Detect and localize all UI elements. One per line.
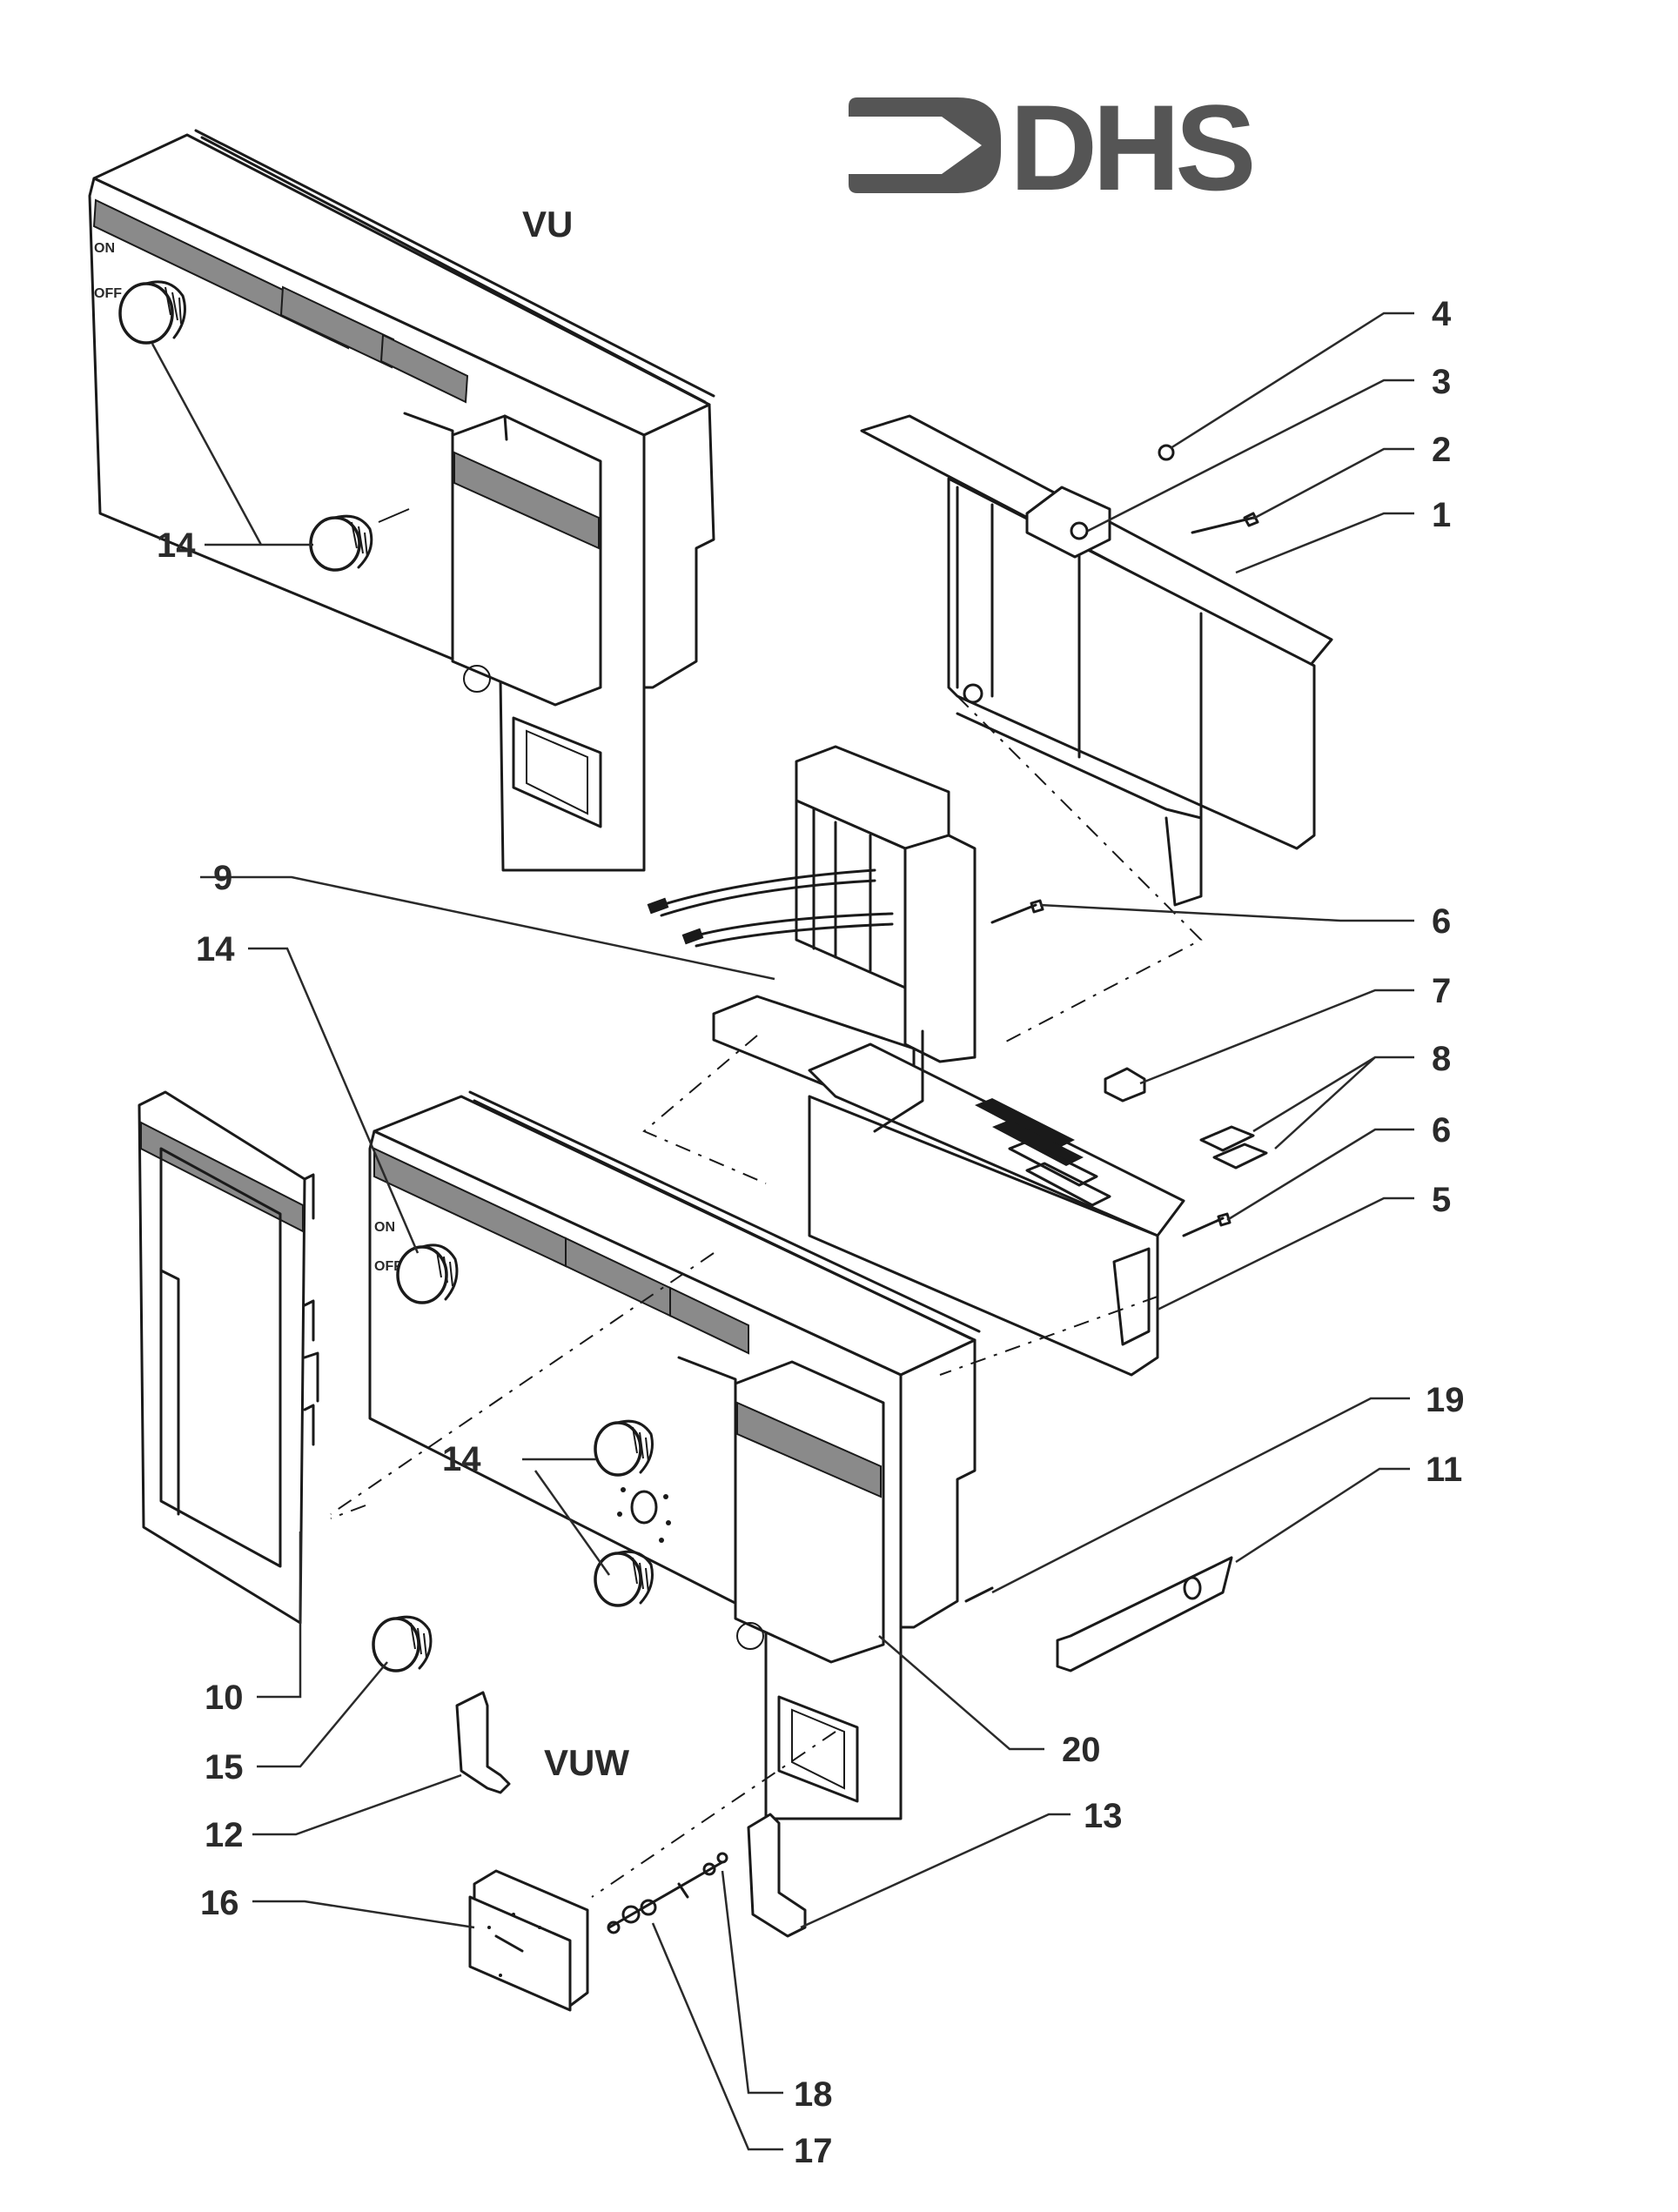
vu-unit: ON OFF xyxy=(88,129,715,872)
callout-1: 1 xyxy=(1432,496,1451,534)
vuw-loose-knob xyxy=(372,1615,433,1672)
vuw-dial-ring xyxy=(617,1487,671,1543)
vuw-onoff-knob xyxy=(396,1243,459,1304)
vu-onoff-knob xyxy=(118,280,186,345)
rear-cover-part xyxy=(860,414,1333,907)
mounting-rail-part xyxy=(1056,1556,1233,1672)
callout-13: 13 xyxy=(1084,1797,1123,1835)
side-cover-panel-part xyxy=(138,1090,319,1625)
callout-9: 9 xyxy=(213,859,232,897)
callout-6-upper: 6 xyxy=(1432,902,1451,941)
vuw-upper-knob xyxy=(594,1419,654,1477)
pcb-tray-part xyxy=(712,995,1268,1377)
dhs-logo: DHS xyxy=(849,79,1257,216)
vuw-unit: ON OFF xyxy=(368,1090,981,1820)
callout-11: 11 xyxy=(1426,1451,1462,1489)
vuw-lower-knob xyxy=(594,1550,654,1607)
callout-14-vu: 14 xyxy=(157,526,196,565)
callout-labels: 1 2 3 4 6 7 8 6 5 9 14 14 19 11 14 10 15… xyxy=(157,295,1465,2170)
callout-17: 17 xyxy=(794,2132,833,2170)
callout-18: 18 xyxy=(794,2075,833,2114)
gauge-spindle-part xyxy=(607,1852,728,1934)
callout-19: 19 xyxy=(1426,1381,1465,1419)
model-label-vuw: VUW xyxy=(544,1742,629,1783)
bracket-right-part xyxy=(747,1813,807,1938)
callout-10: 10 xyxy=(205,1679,244,1717)
callout-8: 8 xyxy=(1432,1040,1451,1078)
control-frame-part xyxy=(647,745,1044,1063)
logo-text: DHS xyxy=(1010,79,1252,216)
temperature-gauge-part xyxy=(468,1869,589,2012)
callout-12: 12 xyxy=(205,1816,244,1854)
callout-14-vuw-pair: 14 xyxy=(442,1440,481,1478)
bracket-left-part xyxy=(455,1691,511,1794)
screw-19-part xyxy=(964,1586,994,1603)
vuw-off-label: OFF xyxy=(374,1259,402,1274)
callout-2: 2 xyxy=(1432,431,1451,469)
callout-20: 20 xyxy=(1062,1731,1101,1769)
callout-3: 3 xyxy=(1432,363,1451,401)
callout-5: 5 xyxy=(1432,1181,1451,1219)
arrow-bracket-icon xyxy=(849,97,1001,193)
callout-15: 15 xyxy=(205,1748,244,1786)
vuw-on-label: ON xyxy=(374,1220,395,1235)
vu-off-label: OFF xyxy=(94,286,122,301)
leader-lines xyxy=(151,312,1414,2151)
model-label-vu: VU xyxy=(522,204,573,245)
callout-4: 4 xyxy=(1432,295,1452,333)
callout-16: 16 xyxy=(200,1884,239,1922)
callout-6-lower: 6 xyxy=(1432,1111,1451,1150)
vu-on-label: ON xyxy=(94,241,115,256)
callout-7: 7 xyxy=(1432,972,1451,1010)
callout-14-vuw-top: 14 xyxy=(196,930,235,969)
